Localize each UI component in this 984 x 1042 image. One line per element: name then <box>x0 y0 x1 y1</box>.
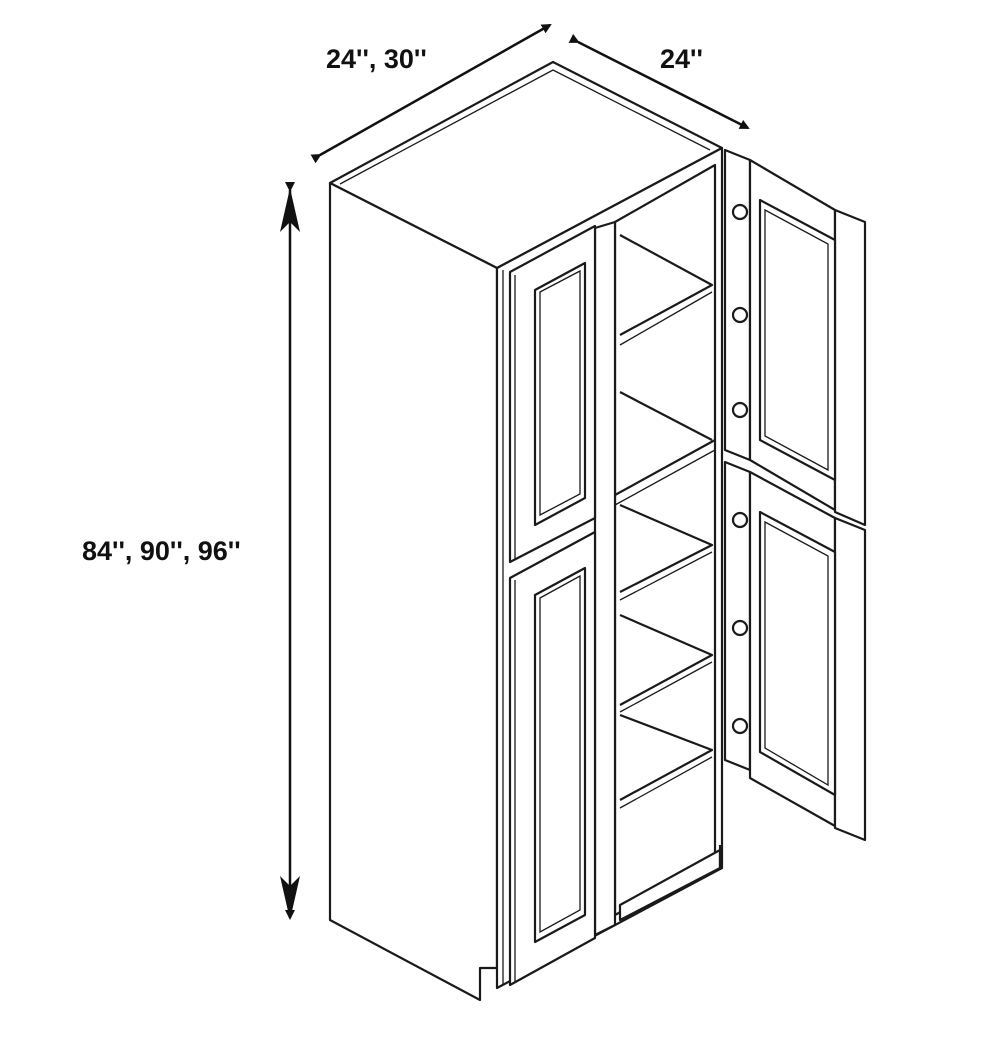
width-label: 24'', 30'' <box>326 44 427 74</box>
right-upper-door-open <box>723 148 867 527</box>
width-dimension-arrow <box>310 23 552 164</box>
height-label: 84'', 90'', 96'' <box>82 536 241 566</box>
hinge-holes <box>731 203 749 735</box>
left-upper-door <box>508 224 597 564</box>
height-dimension-arrow <box>280 182 300 920</box>
left-lower-door <box>508 530 597 987</box>
right-lower-door-open <box>723 460 867 842</box>
depth-label: 24'' <box>660 44 703 74</box>
depth-dimension-arrow <box>568 33 750 130</box>
